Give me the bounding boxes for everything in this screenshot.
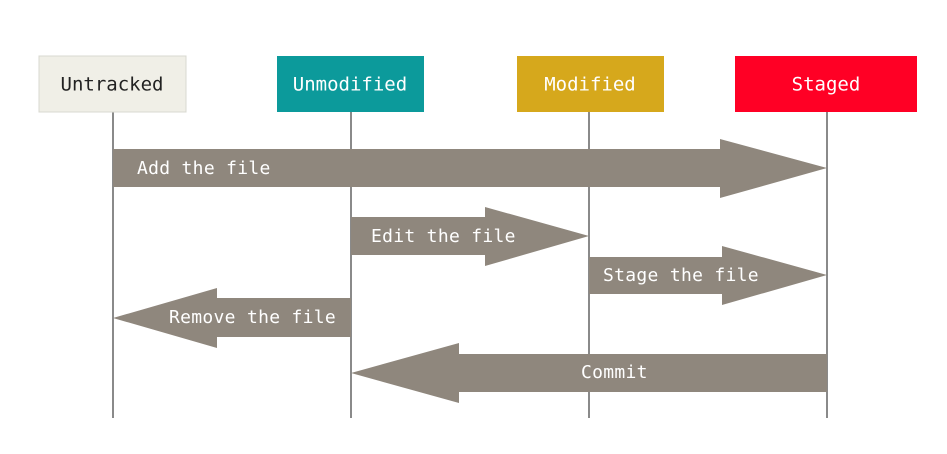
state-label-modified: Modified [544, 74, 636, 96]
state-untracked: Untracked [38, 55, 187, 113]
state-label-untracked: Untracked [61, 74, 164, 96]
transition-remove: Remove the file [113, 288, 351, 348]
state-label-staged: Staged [792, 74, 861, 96]
arrow-commit [351, 343, 827, 403]
arrow-add [113, 139, 827, 198]
state-modified: Modified [517, 56, 664, 112]
transition-label-edit: Edit the file [371, 226, 516, 247]
transition-commit: Commit [351, 343, 827, 403]
state-unmodified: Unmodified [277, 56, 424, 112]
transition-label-commit: Commit [581, 362, 648, 383]
transition-label-add: Add the file [137, 158, 271, 179]
transition-edit: Edit the file [351, 207, 589, 266]
arrow-remove [113, 288, 351, 348]
transition-label-stage: Stage the file [603, 265, 759, 286]
arrow-edit [351, 207, 589, 266]
state-box-modified [517, 56, 664, 112]
state-box-staged [735, 56, 917, 112]
state-box-untracked [38, 55, 187, 113]
transition-stage: Stage the file [589, 246, 827, 305]
transition-label-remove: Remove the file [169, 307, 336, 328]
state-box-unmodified [277, 56, 424, 112]
arrow-stage [589, 246, 827, 305]
transition-add: Add the file [113, 139, 827, 198]
state-label-unmodified: Unmodified [293, 74, 407, 96]
state-staged: Staged [735, 56, 917, 112]
